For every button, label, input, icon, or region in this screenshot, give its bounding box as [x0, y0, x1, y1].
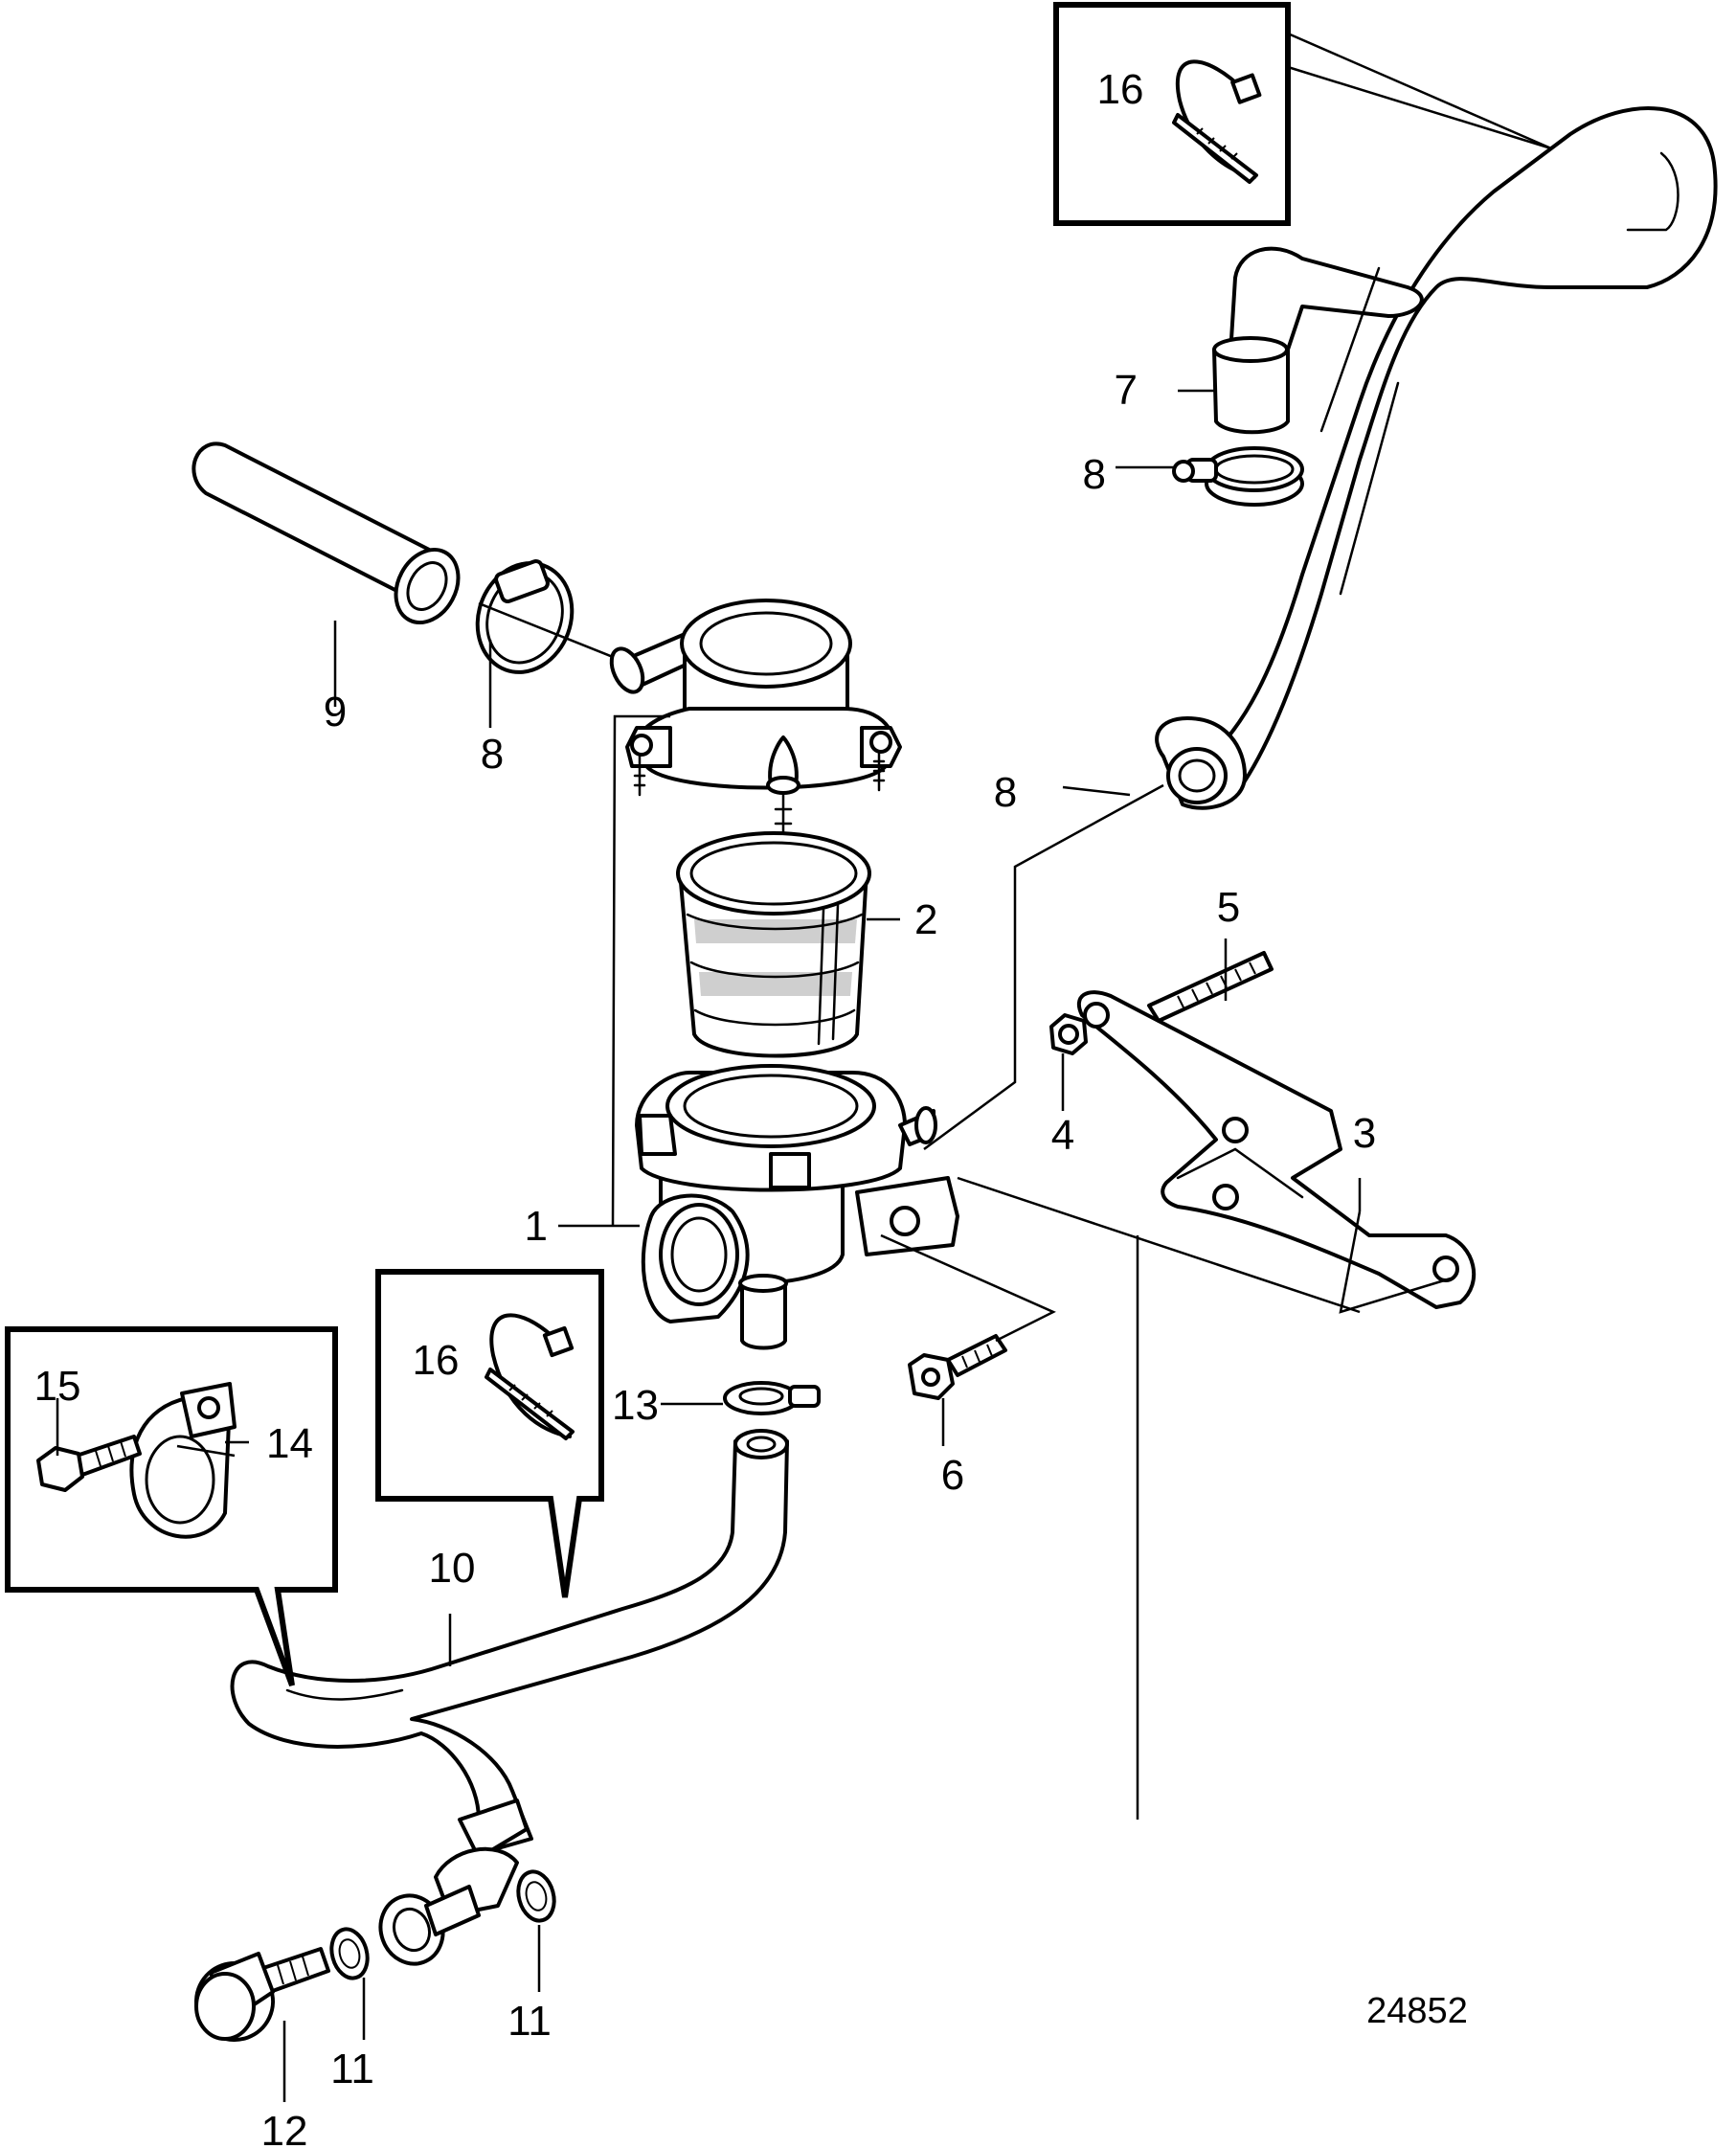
callout-10: 10: [429, 1545, 476, 1592]
hose-clip-14: [129, 1382, 237, 1539]
callout-8-top: 8: [1083, 451, 1106, 498]
hose-clamp-8-left: [475, 559, 575, 674]
bracket-3: [1076, 990, 1477, 1309]
hose-10-assembly: [230, 1429, 789, 1966]
inset-box-top: [1053, 2, 1552, 226]
banjo-bolt-12: [194, 1947, 330, 2042]
callout-labels: 1 2 3 4 5 6 7 8 8 8 9 10 11 11 12 13 14 …: [34, 66, 1468, 2149]
hose-clamp-8-top: [1172, 446, 1304, 507]
bolt-6: [908, 1334, 1007, 1400]
callout-15: 15: [34, 1363, 81, 1410]
cable-tie-16-top: [1172, 59, 1262, 184]
callout-9: 9: [324, 689, 347, 735]
callout-14: 14: [266, 1420, 313, 1467]
callout-3: 3: [1353, 1110, 1376, 1157]
callout-16-middle: 16: [413, 1337, 460, 1384]
stud-5: [1147, 951, 1274, 1023]
callout-8-mid: 8: [994, 769, 1017, 816]
inset-box-middle: [375, 1269, 604, 1598]
leader-lines: [56, 389, 1452, 2102]
callout-12: 12: [261, 2108, 308, 2149]
callout-4: 4: [1051, 1112, 1074, 1159]
inset-box-left: [5, 1326, 338, 1687]
callout-8-left: 8: [481, 731, 504, 778]
callout-6: 6: [941, 1452, 964, 1499]
nut-4: [1049, 1013, 1088, 1055]
callout-11-right: 11: [507, 1998, 552, 2045]
callout-11-left: 11: [330, 2046, 374, 2092]
callout-7: 7: [1115, 367, 1138, 414]
callout-13: 13: [612, 1382, 659, 1429]
callout-16-top: 16: [1097, 66, 1144, 113]
upper-hose-assembly: [1155, 106, 1718, 810]
filter-cover: [609, 599, 902, 854]
hose-9-assembly: [192, 441, 623, 674]
figure-number: 24852: [1366, 1991, 1468, 2031]
cable-tie-16-middle: [485, 1313, 575, 1440]
seal-ring-13: [723, 1381, 821, 1415]
callout-2: 2: [914, 896, 937, 943]
callout-1: 1: [525, 1203, 548, 1250]
bolt-15: [36, 1435, 142, 1492]
seal-washer-11-right: [516, 1869, 556, 1923]
filter-insert-2: [676, 831, 871, 1058]
filter-housing-1: [635, 1064, 959, 1350]
callout-5: 5: [1217, 884, 1240, 931]
seal-washer-11-left: [329, 1927, 370, 1980]
